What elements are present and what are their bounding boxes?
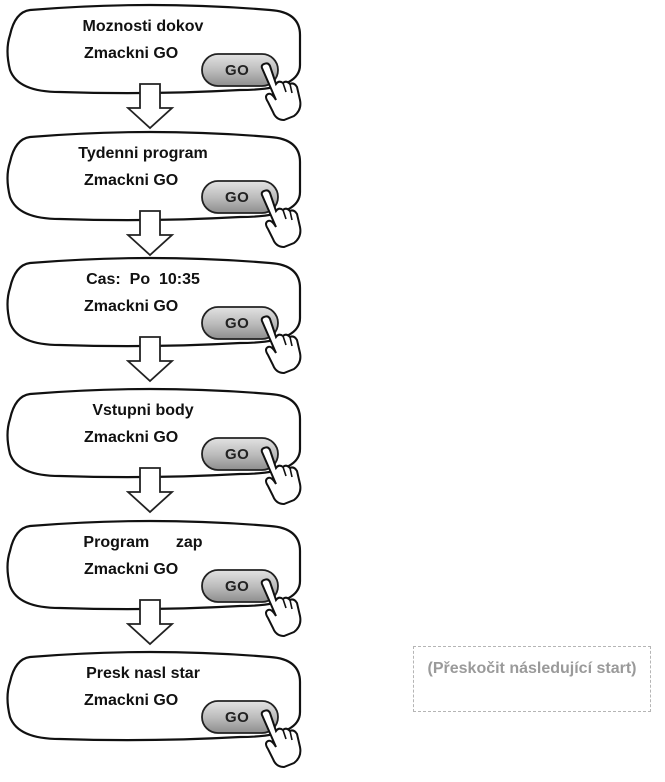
skip-next-start-note: (Přeskočit následující start) (413, 646, 651, 712)
go-button-label: GO (225, 315, 250, 332)
go-button-label: GO (225, 446, 250, 463)
display-prompt: Zmackni GO (84, 45, 179, 62)
go-button-label: GO (225, 578, 250, 595)
display-prompt: Zmackni GO (84, 172, 179, 189)
go-button[interactable]: GO (200, 303, 280, 343)
go-button-label: GO (225, 189, 250, 206)
pointing-hand-icon (260, 709, 302, 769)
display-prompt: Zmackni GO (84, 429, 179, 446)
display-title: Tydenni program (78, 145, 208, 162)
go-button-label: GO (225, 62, 250, 79)
flow-down-arrow (125, 466, 176, 521)
display-prompt: Zmackni GO (84, 692, 179, 709)
pointing-hand-icon (260, 189, 302, 249)
go-button[interactable]: GO (200, 50, 280, 90)
go-button-label: GO (225, 709, 250, 726)
display-title: Program zap (83, 534, 203, 551)
go-button[interactable]: GO (200, 566, 280, 606)
flow-down-arrow (125, 335, 176, 390)
display-title: Presk nasl star (86, 665, 200, 682)
pointing-hand-icon (260, 578, 302, 638)
display-title: Cas: Po 10:35 (86, 271, 200, 288)
go-button[interactable]: GO (200, 434, 280, 474)
display-title: Vstupni body (92, 402, 194, 419)
go-button[interactable]: GO (200, 697, 280, 737)
pointing-hand-icon (260, 315, 302, 375)
display-prompt: Zmackni GO (84, 298, 179, 315)
display-prompt: Zmackni GO (84, 561, 179, 578)
flow-down-arrow (125, 82, 176, 137)
display-title: Moznosti dokov (82, 18, 204, 35)
flow-down-arrow (125, 598, 176, 653)
flow-down-arrow (125, 209, 176, 264)
pointing-hand-icon (260, 62, 302, 122)
pointing-hand-icon (260, 446, 302, 506)
go-button[interactable]: GO (200, 177, 280, 217)
